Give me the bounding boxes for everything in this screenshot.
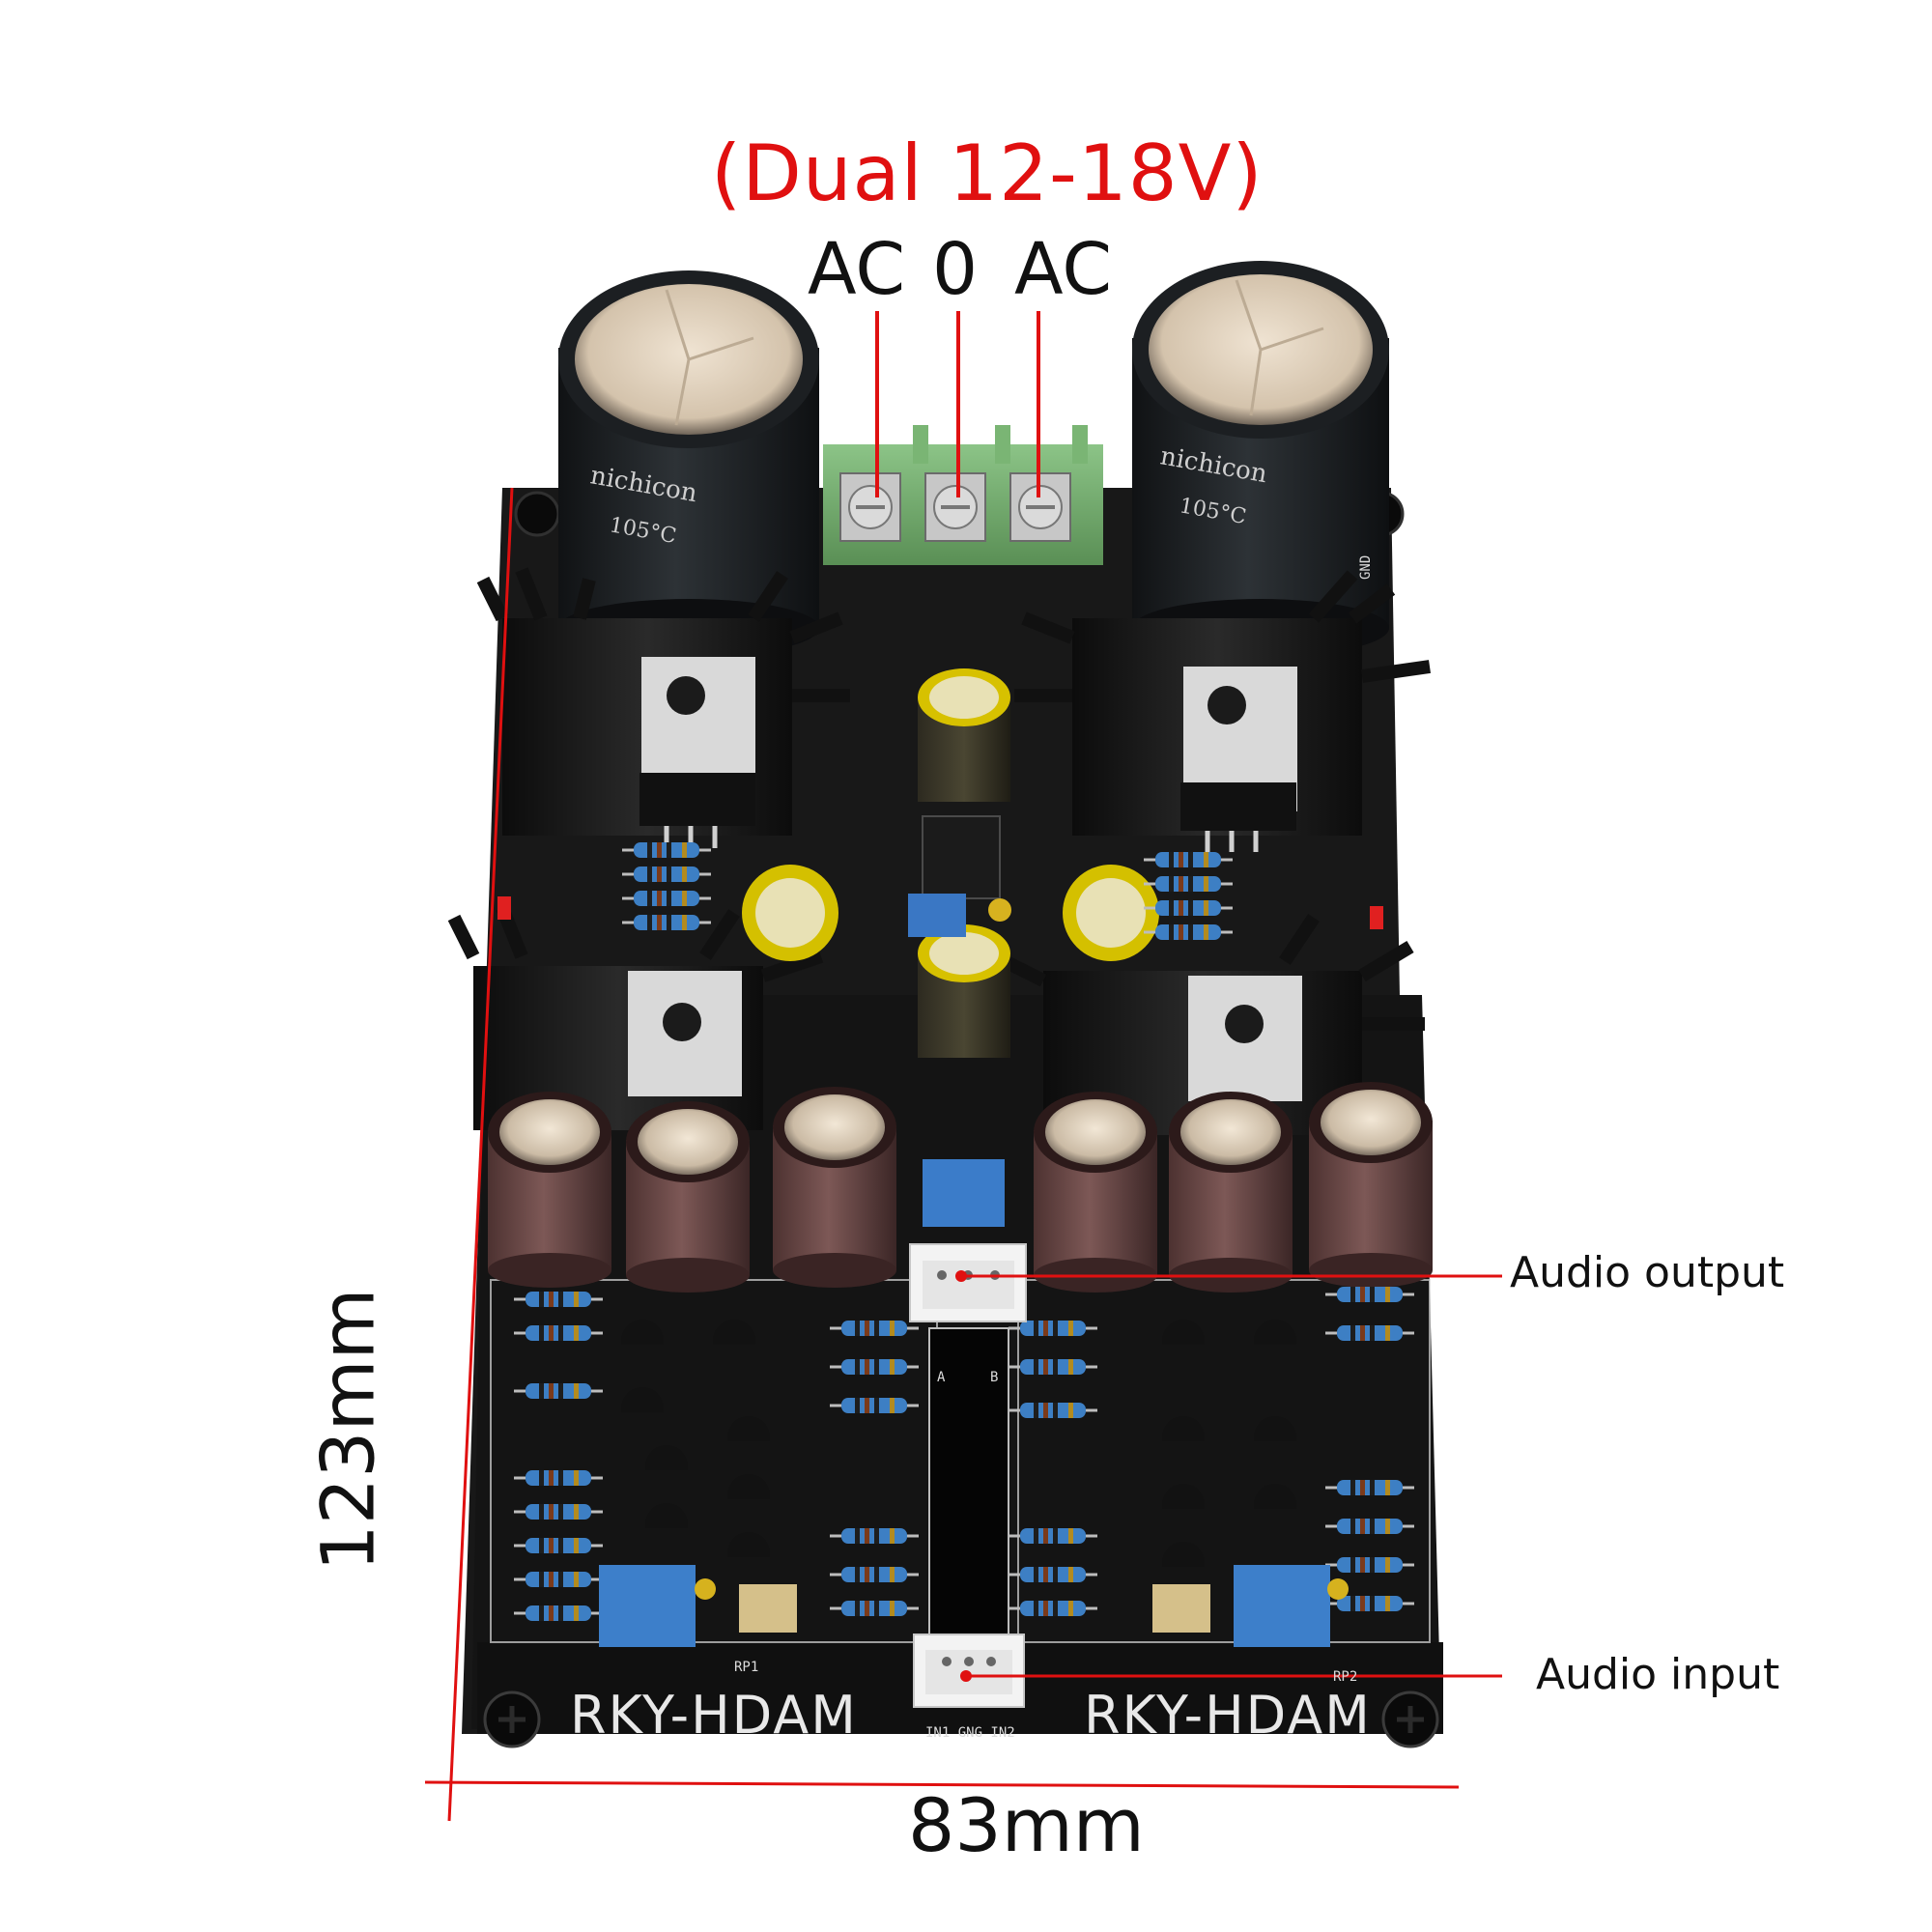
silk-gnd: GND <box>1358 555 1374 580</box>
silk-output-b: B <box>990 1370 998 1385</box>
brand-label-left: RKY-HDAM <box>570 1685 858 1746</box>
brown-capacitor <box>488 1092 611 1288</box>
trimmer-pot-left <box>599 1565 797 1647</box>
silk-rp1: RP1 <box>734 1660 758 1675</box>
brown-capacitor <box>1034 1092 1157 1293</box>
width-dimension-line <box>424 1780 1460 1789</box>
brown-capacitor <box>773 1087 896 1288</box>
audio-input-label: Audio input <box>1536 1650 1780 1699</box>
ac-terminal-block <box>823 425 1103 565</box>
heatsink-top-left <box>476 567 850 848</box>
big-capacitor-left: nichicon 105°C <box>558 270 819 657</box>
silk-input-pins: IN1 GNG IN2 <box>925 1725 1015 1741</box>
audio-output-connector <box>909 1243 1027 1322</box>
silk-rp2: RP2 <box>1333 1669 1357 1685</box>
brown-capacitor <box>626 1101 750 1293</box>
brown-capacitor <box>1169 1092 1293 1293</box>
center-components <box>497 668 1383 1227</box>
silk-output-a: A <box>937 1370 946 1385</box>
terminal-label-ac-right: AC <box>1014 228 1112 311</box>
led-left <box>497 896 511 920</box>
brown-capacitor <box>1309 1082 1433 1288</box>
brand-label-right: RKY-HDAM <box>1084 1685 1372 1746</box>
terminal-label-ac-left: AC <box>808 228 905 311</box>
trimmer-pot-right <box>1152 1565 1349 1647</box>
height-dimension-line <box>447 487 514 1822</box>
terminal-pointer-lines <box>875 311 1040 497</box>
callout-lines <box>955 1270 1502 1682</box>
heatsink-bottom-left <box>447 905 824 1130</box>
dimension-lines <box>424 487 1460 1822</box>
brown-capacitor-row <box>488 1082 1433 1293</box>
big-capacitor-right: nichicon 105°C <box>1132 261 1389 657</box>
led-right <box>1370 906 1383 929</box>
terminal-label-zero: 0 <box>932 228 979 311</box>
heatsink-top-right <box>1014 570 1431 852</box>
supply-voltage-title: (Dual 12-18V) <box>711 128 1264 218</box>
audio-output-label: Audio output <box>1510 1248 1785 1297</box>
mount-hole-top-left <box>514 491 560 537</box>
width-dimension-label: 83mm <box>908 1782 1145 1868</box>
audio-input-connector <box>913 1634 1025 1708</box>
height-dimension-label: 123mm <box>304 1288 391 1572</box>
